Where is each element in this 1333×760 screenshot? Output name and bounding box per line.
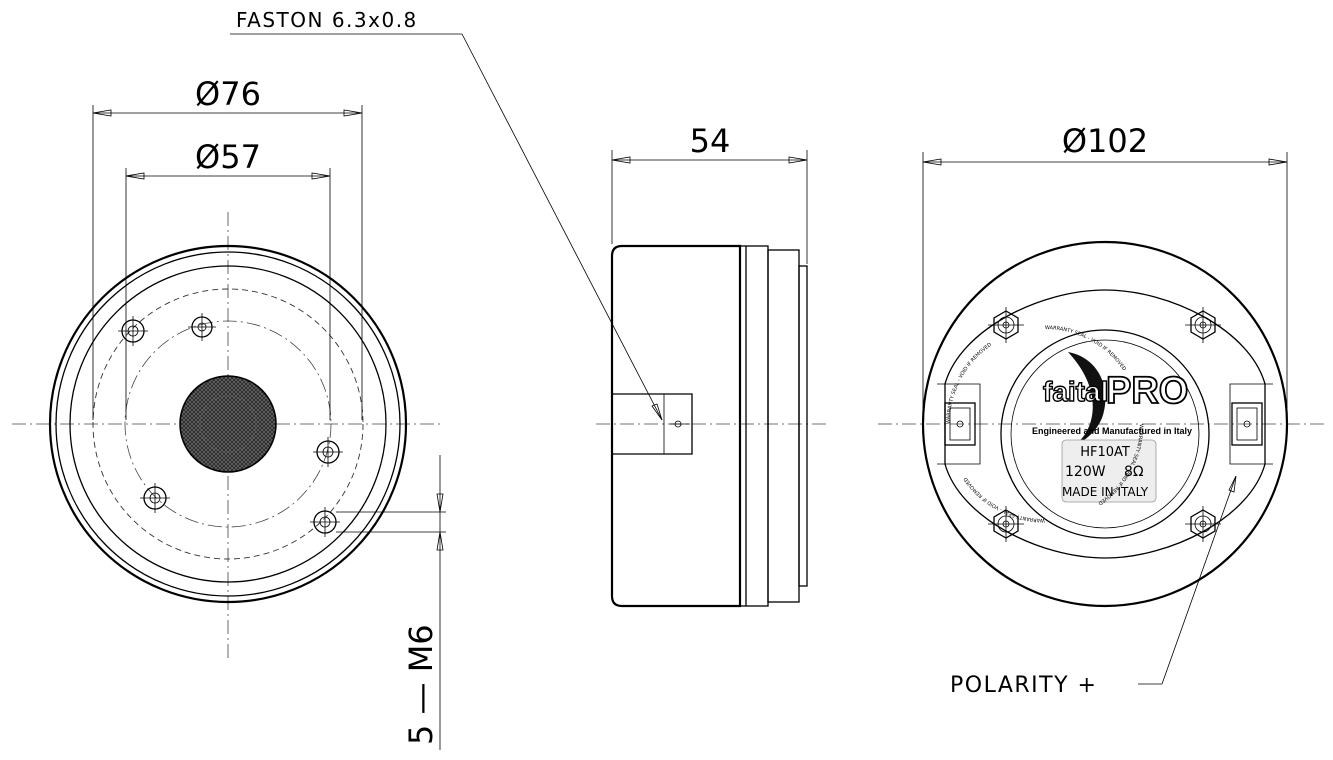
dimension-54: 54 (611, 122, 808, 264)
front-flange-ring (69, 265, 387, 583)
dimension-102-label: Ø102 (1062, 122, 1148, 160)
side-view: 54 FASTON 6.3x0.8 (230, 8, 828, 608)
front-bolt-circle (92, 288, 364, 560)
origin-text: MADE IN ITALY (1062, 485, 1149, 499)
impedance-rating: 8Ω (1124, 464, 1144, 480)
mounting-nut (1185, 506, 1221, 542)
logo-brand-right: PRO (1106, 370, 1188, 412)
mounting-nut (988, 506, 1024, 542)
throat-inner-ring (199, 395, 257, 453)
rear-terminal-block-right-outline (1229, 383, 1273, 465)
terminal-right (1231, 402, 1263, 446)
side-body (610, 244, 742, 608)
screw-dimension-label: 5 — M6 (402, 624, 440, 745)
screw-holes (118, 313, 343, 537)
front-outer-ring-inner (55, 251, 401, 597)
power-rating: 120W (1065, 464, 1106, 480)
faston-leader: FASTON 6.3x0.8 (230, 8, 663, 421)
side-lip (798, 265, 808, 587)
logo-tagline: Engineered and Manufactured in Italy (1032, 426, 1192, 436)
warranty-seal-ring-4: WARRANTY SEAL - VOID IF REMOVED (946, 342, 993, 424)
screw-hole (118, 316, 148, 346)
screw-hole (310, 507, 340, 537)
dimension-76: Ø76 (92, 75, 363, 420)
screw-dimension: 5 — M6 (336, 455, 446, 750)
brand-logo: faital PRO Engineered and Manufactured i… (1032, 352, 1192, 446)
logo-crescent (1068, 352, 1106, 446)
faston-label: FASTON 6.3x0.8 (236, 8, 418, 32)
rear-outer-ring (921, 240, 1289, 608)
throat-mesh (179, 375, 277, 473)
model-name: HF10AT (1080, 445, 1130, 460)
label-disc-outer (1000, 329, 1210, 539)
polarity-leader: POLARITY + (950, 475, 1237, 698)
terminal-left (944, 402, 976, 446)
rear-view: faital PRO Engineered and Manufactured i… (878, 122, 1325, 698)
screw-hole (188, 313, 216, 341)
label-disc-inner (1010, 339, 1200, 529)
rear-mounting-nuts (988, 307, 1221, 542)
faston-terminal (612, 393, 693, 455)
screw-hole (140, 483, 170, 513)
mounting-nut (988, 307, 1024, 343)
mounting-nut (1185, 307, 1221, 343)
logo-brand-left: faital (1043, 376, 1108, 407)
rear-terminal-block-left-outline (937, 383, 981, 465)
side-flange (739, 245, 769, 607)
model-plate: HF10AT 120W 8Ω MADE IN ITALY (1061, 439, 1157, 503)
dimension-54-label: 54 (690, 122, 731, 160)
side-ring (767, 249, 800, 603)
dimension-102: Ø102 (922, 122, 1288, 420)
polarity-label: POLARITY + (950, 673, 1097, 698)
screw-hole (313, 437, 343, 467)
front-outer-ring (48, 244, 408, 604)
dimension-57: Ø57 (125, 138, 331, 420)
dimension-76-label: Ø76 (195, 75, 261, 113)
front-view: Ø76 Ø57 5 — M6 (12, 75, 446, 750)
front-inner-circle (124, 320, 332, 528)
dimension-57-label: Ø57 (195, 138, 261, 176)
